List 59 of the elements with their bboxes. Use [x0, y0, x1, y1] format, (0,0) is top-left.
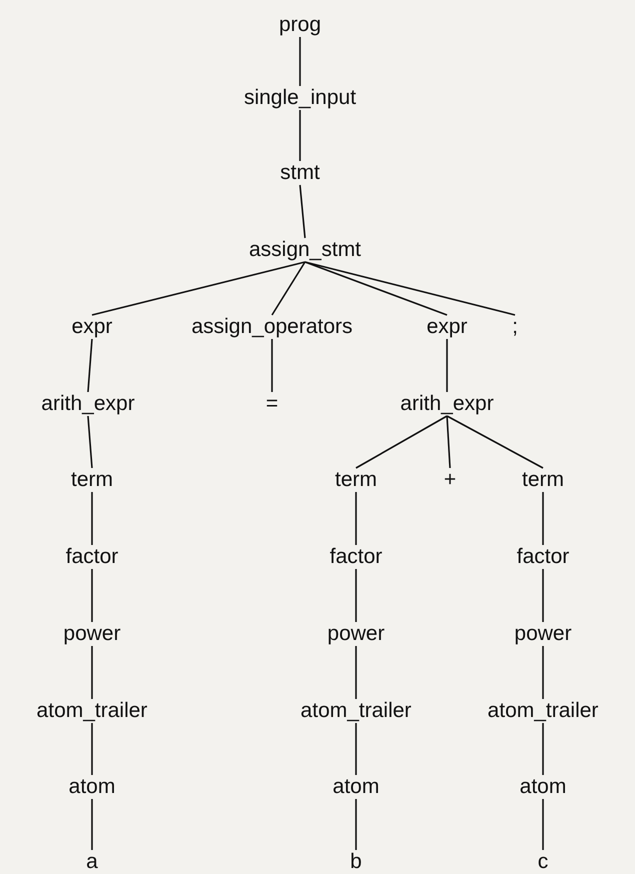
tree-edge — [446, 339, 448, 392]
tree-node-label: b — [348, 850, 364, 874]
tree-edge — [446, 416, 451, 468]
tree-edge — [304, 261, 516, 316]
tree-edge — [542, 569, 544, 622]
tree-node-label: term — [69, 468, 115, 492]
tree-node-label: atom_trailer — [298, 699, 414, 723]
tree-node-label: term — [333, 468, 379, 492]
tree-edge — [542, 723, 544, 775]
tree-node-label: factor — [514, 545, 572, 569]
tree-node-label: a — [84, 850, 100, 874]
tree-node-label: expr — [424, 315, 470, 339]
tree-edge — [542, 492, 544, 545]
tree-node-label: atom_trailer — [486, 699, 600, 723]
tree-node-label: assign_stmt — [246, 238, 364, 262]
tree-edge — [91, 569, 93, 622]
tree-edge — [91, 799, 93, 850]
tree-node-label: atom — [330, 775, 382, 799]
tree-node-label: atom_trailer — [34, 699, 150, 723]
tree-edge — [91, 723, 93, 775]
tree-edge — [542, 799, 544, 850]
tree-edge — [446, 415, 544, 469]
tree-node-label: + — [442, 468, 458, 492]
tree-node-label: arith_expr — [398, 392, 496, 416]
tree-edge — [355, 646, 357, 699]
tree-node-label: atom — [66, 775, 118, 799]
tree-node-label: assign_operators — [189, 315, 355, 339]
tree-edge — [299, 184, 306, 238]
tree-edge — [299, 37, 301, 86]
tree-edge — [355, 799, 357, 850]
tree-edge — [356, 415, 448, 469]
tree-edge — [87, 416, 93, 468]
tree-edge — [355, 569, 357, 622]
tree-edge — [271, 262, 306, 316]
tree-node-label: factor — [328, 545, 384, 569]
tree-node-label: power — [325, 622, 387, 646]
tree-edge — [304, 261, 448, 316]
tree-edge — [299, 110, 301, 161]
tree-node-label: prog — [276, 13, 324, 37]
tree-node-label: stmt — [278, 161, 322, 185]
tree-node-label: = — [264, 392, 280, 416]
tree-node-label: term — [520, 468, 566, 492]
tree-node-label: ; — [510, 315, 520, 339]
tree-edge — [355, 492, 357, 545]
tree-node-label: single_input — [242, 86, 358, 110]
tree-edge — [271, 339, 273, 392]
tree-node-label: power — [61, 622, 123, 646]
tree-node-label: expr — [70, 315, 114, 339]
tree-edge — [91, 646, 93, 699]
tree-node-label: arith_expr — [39, 392, 137, 416]
tree-edge — [355, 723, 357, 775]
tree-edge — [92, 261, 306, 316]
tree-node-label: atom — [518, 775, 568, 799]
tree-node-label: power — [512, 622, 574, 646]
tree-edge — [91, 492, 93, 545]
tree-edge — [542, 646, 544, 699]
tree-edge — [87, 338, 93, 392]
tree-node-label: factor — [64, 545, 120, 569]
tree-node-label: c — [536, 850, 550, 874]
